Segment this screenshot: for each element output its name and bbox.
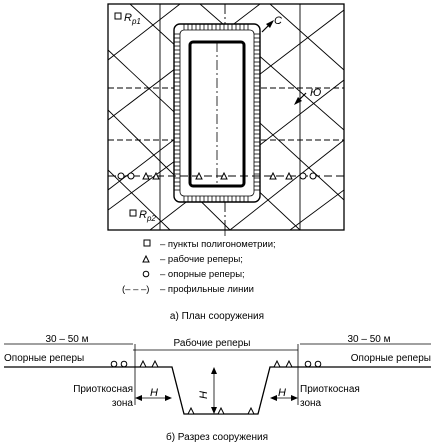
- support-benchmarks: [117, 172, 317, 180]
- label-rp2: Rp2: [139, 209, 156, 223]
- label-h-right: H: [278, 387, 286, 399]
- arrowhead-icon: [270, 395, 277, 401]
- arrowhead-icon: [211, 367, 217, 374]
- legend-dashed-prefix: (– – –): [122, 284, 149, 295]
- section-view: 30 – 50 м 30 – 50 м Рабочие реперы Опорн…: [4, 334, 431, 415]
- legend-item-profile: – профильные линии: [160, 284, 254, 295]
- north-arrow-icon: [261, 20, 274, 33]
- legend-triangle-icon: [142, 254, 150, 263]
- working-benchmark-marker: [142, 171, 150, 180]
- support-benchmark-marker: [304, 360, 312, 368]
- caption-section: б) Разрез сооружения: [166, 431, 268, 443]
- label-h-left: H: [150, 387, 158, 399]
- support-benchmark-marker: [110, 360, 118, 368]
- working-benchmark-marker: [269, 171, 277, 180]
- plan-frame: [107, 3, 345, 231]
- polygonometry-point-rp2: [129, 209, 137, 217]
- caption-plan: а) План сооружения: [170, 311, 264, 322]
- working-benchmark-marker: [220, 171, 228, 180]
- legend-circle-icon: [142, 270, 150, 278]
- label-zone-right-1: Приоткосная: [300, 384, 360, 395]
- arrowhead-icon: [211, 407, 217, 414]
- polygonometry-point-rp1: [114, 12, 122, 20]
- support-benchmark-marker: [309, 172, 317, 180]
- section-working-benchmarks: [139, 359, 293, 415]
- support-benchmark-marker: [117, 172, 125, 180]
- working-benchmark-marker: [217, 406, 225, 415]
- legend-item-polygonometry: – пункты полигонометрии;: [160, 239, 276, 250]
- arrowhead-icon: [291, 395, 298, 401]
- legend-item-support: – опорные реперы;: [160, 269, 245, 280]
- label-north: С: [274, 15, 282, 27]
- working-benchmarks: [142, 171, 293, 180]
- working-benchmark-marker: [195, 171, 203, 180]
- plan-view: Rp1 Rp2 С Ю: [107, 3, 345, 236]
- support-benchmark-marker: [314, 360, 322, 368]
- working-benchmark-marker: [273, 359, 281, 368]
- grid-lines: [108, 4, 344, 230]
- support-benchmark-marker: [120, 360, 128, 368]
- label-h-center: H: [198, 391, 210, 399]
- label-rp1: Rp1: [124, 12, 141, 26]
- south-arrow-icon: [294, 92, 307, 105]
- working-benchmark-marker: [247, 406, 255, 415]
- label-working: Рабочие реперы: [174, 337, 251, 349]
- label-support-left: Опорные реперы: [4, 353, 84, 364]
- support-benchmark-marker: [299, 172, 307, 180]
- dist-left: 30 – 50 м: [45, 334, 88, 345]
- section-support-benchmarks: [110, 360, 322, 368]
- structure-ticks: [174, 24, 260, 202]
- label-support-right: Опорные реперы: [351, 353, 431, 364]
- label-south: Ю: [310, 87, 321, 99]
- structure-tick-border: [179, 29, 255, 197]
- legend-square-icon: [143, 239, 151, 247]
- legend: – пункты полигонометрии; – рабочие репер…: [122, 239, 276, 295]
- working-benchmark-marker: [152, 171, 160, 180]
- working-benchmark-marker: [285, 171, 293, 180]
- label-zone-left-1: Приоткосная: [73, 384, 133, 395]
- working-benchmark-marker: [285, 359, 293, 368]
- working-benchmark-marker: [139, 359, 147, 368]
- support-benchmark-marker: [127, 172, 135, 180]
- working-benchmark-marker: [151, 359, 159, 368]
- ground-profile: [4, 366, 431, 415]
- legend-item-working: – рабочие реперы;: [160, 254, 243, 265]
- working-benchmark-marker: [187, 406, 195, 415]
- label-zone-right-2: зона: [300, 398, 322, 409]
- arrowhead-icon: [165, 395, 172, 401]
- arrowhead-icon: [135, 395, 142, 401]
- label-zone-left-2: зона: [112, 398, 134, 409]
- dist-right: 30 – 50 м: [347, 334, 390, 345]
